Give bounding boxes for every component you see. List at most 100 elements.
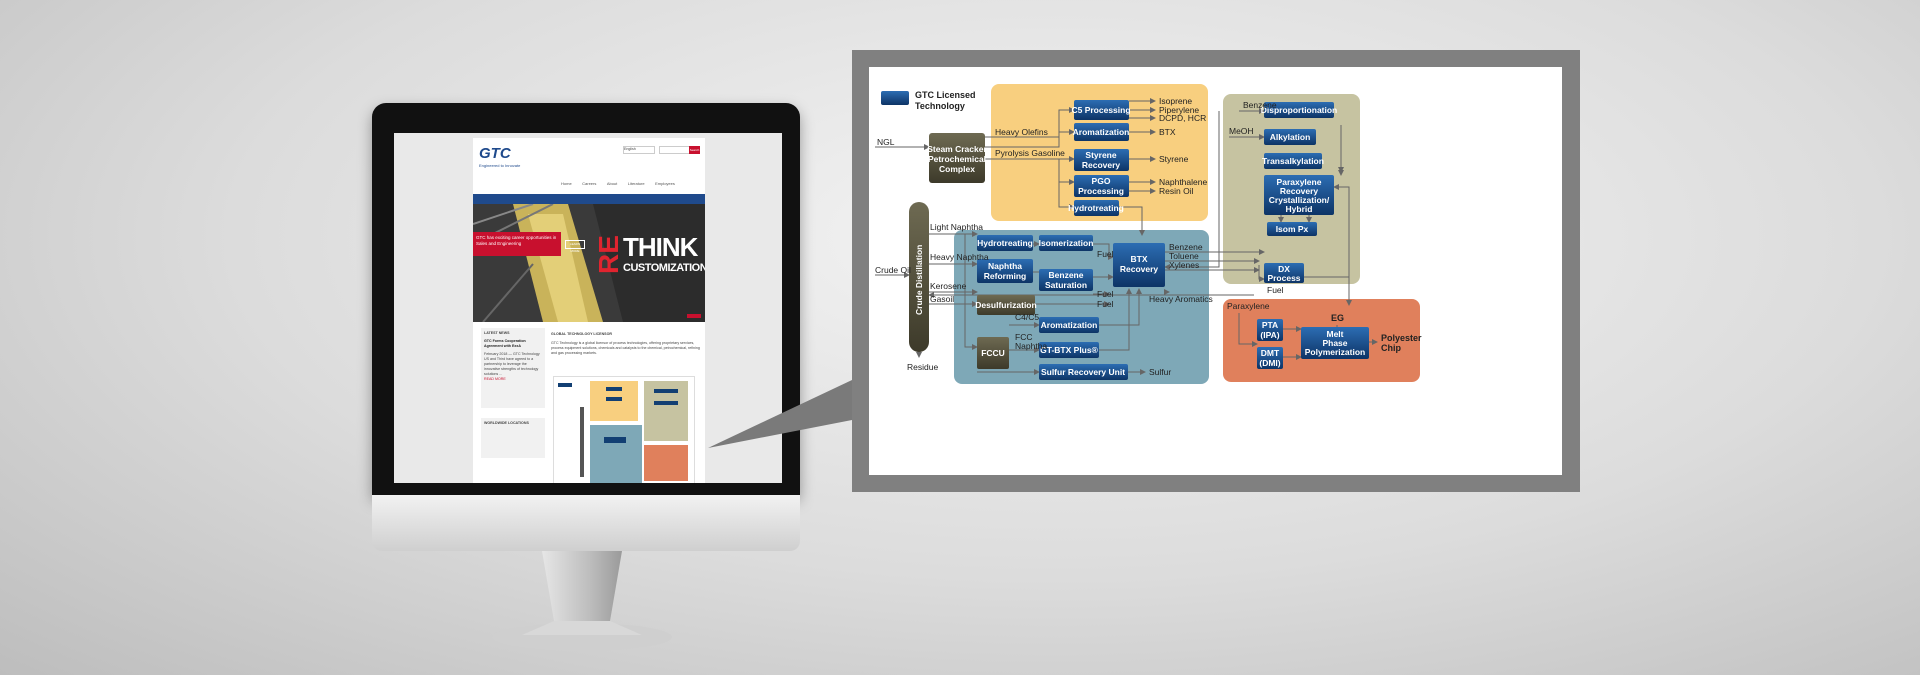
stream-meoh: MeOH — [1229, 126, 1254, 136]
unit-melt-label-3: Polymerization — [1305, 347, 1365, 357]
column-label: Crude Distillation — [914, 245, 924, 315]
unit-c5-processing[interactable] — [1074, 100, 1129, 120]
unit-naphtha-reforming[interactable] — [977, 259, 1033, 283]
diagram-panel: GTC Licensed Technology — [852, 50, 1580, 492]
news-title[interactable]: GTC Forms Cooperation Agreement with Exx… — [484, 339, 526, 348]
hero-subheadline: CUSTOMIZATION — [623, 262, 705, 274]
nav-careers[interactable]: Careers — [582, 181, 597, 186]
product-fuel-2: Fuel — [1097, 289, 1114, 299]
nav-literature[interactable]: Literature — [627, 181, 645, 186]
unit-gt-btx-label: GT-BTX Plus® — [1040, 345, 1098, 355]
monitor-bezel: GTC Engineered to Innovate English Searc… — [372, 103, 800, 495]
product-toluene: Toluene — [1169, 251, 1199, 261]
nav-home[interactable]: Home — [561, 181, 572, 186]
monitor-chin — [372, 495, 800, 551]
product-fuel-olive: Fuel — [1267, 285, 1284, 295]
product-xylenes: Xylenes — [1169, 260, 1199, 270]
unit-melt-phase-polymerization[interactable] — [1301, 327, 1369, 359]
unit-paraxylene-recovery[interactable] — [1264, 175, 1334, 215]
unit-desulfurization-label: Desulfurization — [975, 300, 1036, 310]
unit-btx-label-2: Recovery — [1120, 264, 1159, 274]
unit-alkylation[interactable] — [1264, 129, 1316, 145]
nav-about[interactable]: About — [606, 181, 618, 186]
hero-headline: THINK — [623, 232, 698, 262]
legend-line-2: Technology — [915, 101, 965, 111]
unit-bensat-label-2: Saturation — [1045, 280, 1087, 290]
unit-disproportionation-label: Disproportionation — [1261, 105, 1338, 115]
flow-lines — [875, 98, 1378, 375]
process-flow-diagram: GTC Licensed Technology — [869, 67, 1562, 475]
product-benzene: Benzene — [1169, 242, 1203, 252]
unit-aromatization-blue[interactable] — [1039, 317, 1099, 333]
unit-styrene-recovery[interactable] — [1074, 149, 1129, 171]
unit-benzene-saturation[interactable] — [1039, 269, 1093, 291]
product-residue: Residue — [907, 362, 938, 372]
unit-pgo-label-1: PGO — [1092, 176, 1111, 186]
news-read-more-link[interactable]: READ MORE — [484, 377, 506, 381]
locations-heading: WORLDWIDE LOCATIONS — [484, 421, 529, 425]
crude-distillation-column[interactable] — [909, 202, 929, 352]
legend-swatch — [881, 91, 909, 105]
unit-dx-label-2: Process — [1267, 273, 1300, 283]
unit-disproportionation[interactable] — [1264, 102, 1334, 118]
stream-eg: EG — [1331, 313, 1344, 323]
unit-desulfurization[interactable] — [977, 295, 1035, 315]
unit-alkylation-label: Alkylation — [1270, 132, 1311, 142]
news-body: February 2018 — GTC Technology US and Th… — [484, 352, 540, 376]
unit-melt-label-2: Phase — [1322, 338, 1347, 348]
unit-hydrotreating-yellow[interactable] — [1074, 200, 1119, 216]
cut-gasoil: Gasoil — [930, 294, 954, 304]
unit-isomerization[interactable] — [1039, 235, 1093, 251]
website-page: GTC Engineered to Innovate English Searc… — [473, 138, 705, 483]
cut-light-naphtha: Light Naphtha — [930, 222, 983, 232]
legend-line-1: GTC Licensed — [915, 90, 976, 100]
nav-employees[interactable]: Employees — [655, 181, 675, 186]
unit-sulfur-recovery[interactable] — [1039, 364, 1128, 380]
unit-melt-label-1: Melt — [1327, 329, 1344, 339]
hero-career-banner[interactable]: GTC has exciting career opportunities in… — [473, 232, 561, 256]
unit-pta-label-1: PTA — [1262, 320, 1278, 330]
unit-aromatization-yellow[interactable] — [1074, 123, 1129, 141]
unit-isom-px[interactable] — [1267, 222, 1317, 236]
hero-banner[interactable]: GTC has exciting career opportunities in… — [473, 204, 705, 322]
site-logo[interactable]: GTC — [479, 145, 511, 162]
language-select[interactable]: English — [623, 146, 655, 154]
licensor-section: GLOBAL TECHNOLOGY LICENSOR GTC Technolog… — [551, 332, 701, 356]
unit-gt-btx-plus[interactable] — [1039, 342, 1099, 358]
unit-transalkylation[interactable] — [1264, 153, 1322, 169]
steam-cracker-label-2: Petrochemical — [928, 154, 986, 164]
product-btx: BTX — [1159, 127, 1176, 137]
hero-learn-more-button[interactable]: LEARN MORE — [565, 240, 585, 253]
unit-pgo-processing[interactable] — [1074, 175, 1129, 197]
unit-pta[interactable] — [1257, 319, 1283, 341]
unit-hydrotreating-blue[interactable] — [977, 235, 1033, 251]
stream-heavy-olefins: Heavy Olefins — [995, 127, 1048, 137]
licensor-heading: GLOBAL TECHNOLOGY LICENSOR — [551, 332, 612, 336]
unit-dx-process[interactable] — [1264, 263, 1304, 283]
unit-pta-label-2: (IPA) — [1260, 330, 1279, 340]
steam-cracker-unit[interactable] — [929, 133, 985, 183]
unit-fccu[interactable] — [977, 337, 1009, 369]
unit-dmt[interactable] — [1257, 347, 1283, 369]
unit-hydrotreating-yellow-label: Hydrotreating — [1068, 203, 1124, 213]
unit-reforming-label-2: Reforming — [984, 271, 1027, 281]
licensor-body: GTC Technology is a global licensor of p… — [551, 341, 700, 355]
unit-px-label-4: Hybrid — [1286, 204, 1313, 214]
imac-monitor: GTC Engineered to Innovate English Searc… — [372, 103, 802, 663]
unit-px-label-2: Recovery — [1280, 186, 1319, 196]
site-search-button[interactable]: Search — [689, 146, 700, 154]
product-naphthalene: Naphthalene — [1159, 177, 1207, 187]
stream-benzene-olive: Benzene — [1243, 100, 1277, 110]
unit-styrene-label-2: Recovery — [1082, 160, 1121, 170]
product-sulfur: Sulfur — [1149, 367, 1171, 377]
feed-crude-oil: Crude Oil — [875, 265, 911, 275]
product-dcpd-hcr: DCPD, HCR — [1159, 113, 1206, 123]
unit-fccu-label: FCCU — [981, 348, 1005, 358]
site-tagline: Engineered to Innovate — [479, 163, 521, 168]
stream-pyrolysis-gasoline: Pyrolysis Gasoline — [995, 148, 1065, 158]
diagram-thumbnail[interactable] — [553, 376, 695, 483]
hero-slider-dots[interactable] — [687, 314, 701, 318]
unit-reforming-label-1: Naphtha — [988, 261, 1022, 271]
unit-btx-recovery[interactable] — [1113, 243, 1165, 287]
